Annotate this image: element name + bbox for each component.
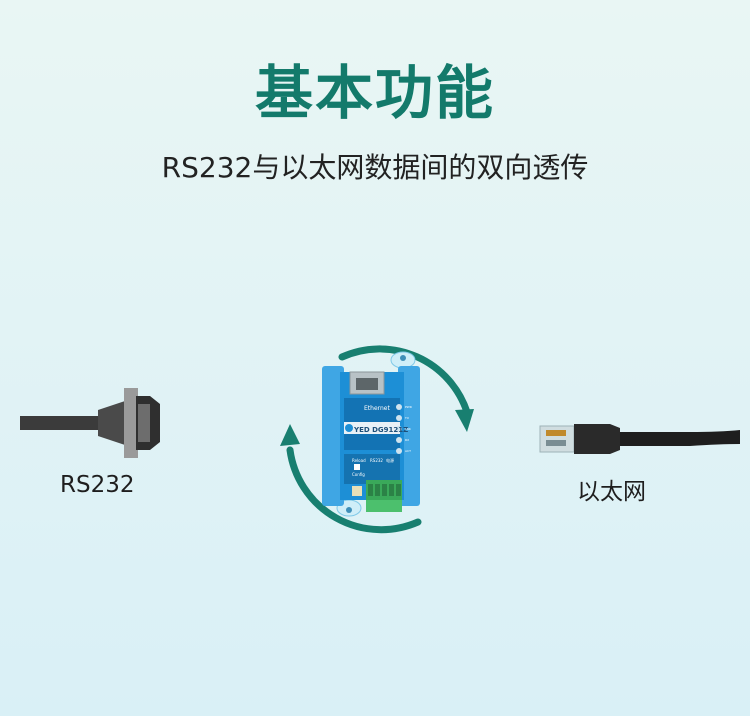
svg-text:RS232: RS232 — [370, 458, 383, 463]
svg-text:ACT: ACT — [405, 449, 411, 453]
svg-text:Config: Config — [352, 472, 365, 477]
svg-text:LNK: LNK — [405, 427, 412, 431]
page-title: 基本功能 — [254, 59, 495, 127]
ethernet-label: 以太网 — [577, 479, 646, 505]
ethernet-cable-icon — [539, 424, 740, 454]
svg-text:Reload: Reload — [352, 458, 366, 463]
svg-text:RX: RX — [405, 438, 409, 442]
svg-text:Ethernet: Ethernet — [364, 405, 390, 412]
rs232-cable-icon — [20, 388, 160, 458]
page-subtitle: RS232与以太网数据间的双向透传 — [161, 151, 589, 184]
rs232-label: RS232 — [60, 472, 135, 498]
svg-text:YED DG9121Z: YED DG9121Z — [353, 426, 408, 434]
svg-text:PWR: PWR — [405, 405, 412, 409]
svg-text:TX: TX — [404, 416, 409, 420]
device-module-icon: Ethernet YED DG9121Z Reload RS232 电源 Con… — [322, 351, 420, 517]
bidirectional-arrows-icon — [280, 345, 474, 534]
svg-text:电源: 电源 — [386, 457, 394, 463]
